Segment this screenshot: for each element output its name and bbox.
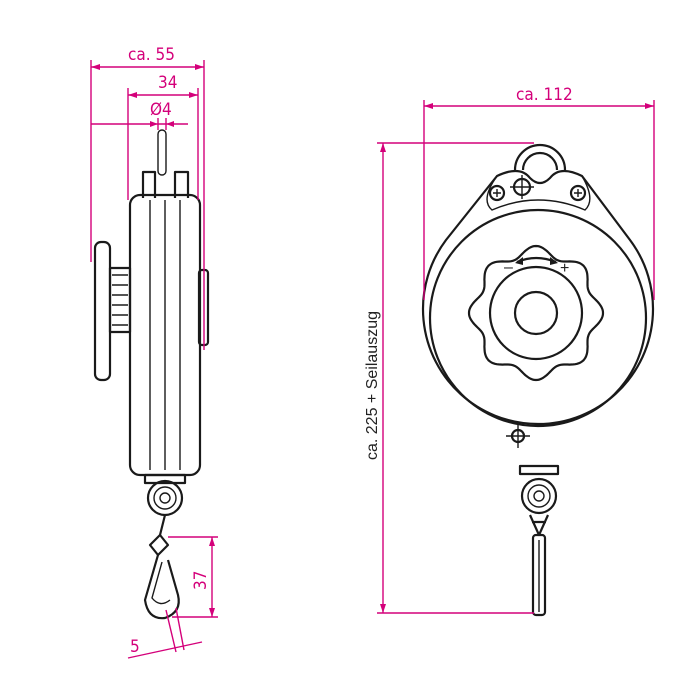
rope-exit	[143, 473, 187, 485]
front-view: – +	[421, 143, 655, 617]
dim-width-side: ca. 55	[128, 45, 175, 65]
rope-exit-front	[518, 464, 560, 476]
dim-hook-height: 37	[191, 571, 211, 590]
side-dimensions: ca. 55 34 Ø4 37 5	[90, 45, 218, 659]
housing-front	[421, 169, 655, 426]
screw-left	[488, 184, 506, 202]
adjust-knob	[467, 244, 605, 382]
rope-rod	[157, 129, 167, 176]
screw-right	[569, 184, 587, 202]
dim-rope-diameter: Ø4	[150, 100, 172, 120]
dim-hook-opening: 5	[130, 637, 140, 657]
spring-side	[108, 266, 132, 334]
knob-side	[93, 240, 112, 382]
plus-mark: +	[560, 260, 569, 277]
swivel-front	[528, 514, 550, 537]
coil-side	[146, 479, 184, 517]
eyelet	[513, 143, 567, 171]
top-bracket	[141, 170, 190, 198]
carabiner-front	[531, 533, 547, 617]
knob-inner	[488, 265, 584, 361]
dim-height-front: ca. 225 + Seilauszug	[364, 311, 381, 460]
swivel	[148, 533, 170, 557]
front-dimensions: ca. 112 ca. 225 + Seilauszug	[364, 85, 655, 614]
knob-hub	[513, 290, 559, 336]
inner-ring	[428, 208, 648, 428]
dim-width-front: ca. 112	[516, 85, 573, 105]
coil-front	[520, 477, 558, 515]
side-view	[93, 129, 210, 620]
minus-mark: –	[504, 259, 513, 276]
dim-body-depth: 34	[158, 73, 177, 93]
carabiner	[143, 554, 180, 620]
